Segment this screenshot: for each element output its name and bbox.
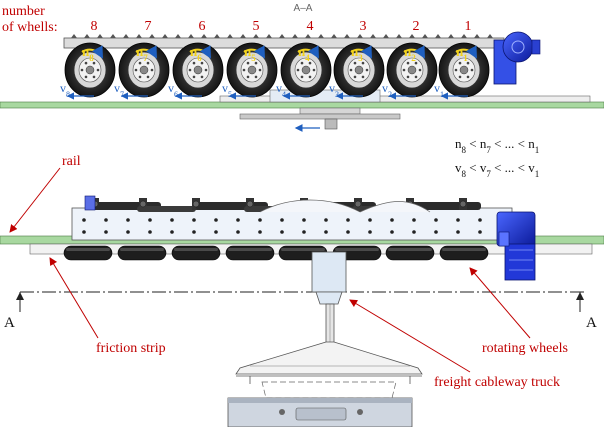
side-wheel-8 <box>63 245 113 261</box>
side-wheel-5 <box>225 245 275 261</box>
top-wheel-4: n4 <box>280 42 332 98</box>
wheel-number-4: 4 <box>307 19 314 34</box>
side-frame <box>71 207 513 241</box>
top-wheel-6: n6 <box>172 42 224 98</box>
top-wheel-7: n7 <box>118 42 170 98</box>
top-wheel-1: n1 <box>438 42 490 98</box>
velocity-symbol-3: v3 <box>329 81 339 99</box>
side-wheel-6 <box>171 245 221 261</box>
freight-truck-label: freight cableway truck <box>434 375 560 390</box>
side-motor <box>496 211 536 281</box>
top-wheel-3: n3 <box>333 42 385 98</box>
velocity-symbol-2: v2 <box>382 81 392 99</box>
frame-rivets <box>71 34 493 38</box>
section-mark-left: A <box>4 315 15 331</box>
frame-bolts <box>82 218 482 234</box>
rail-pointer <box>9 167 61 233</box>
speed-symbol-5: n5 <box>244 44 256 63</box>
speed-symbol-1: n1 <box>456 44 468 63</box>
section-mark-right: A <box>586 315 597 331</box>
speed-symbol-7: n7 <box>136 44 148 63</box>
top-wheel-8: n8 <box>64 42 116 98</box>
speed-symbol-3: n3 <box>351 44 363 63</box>
top-wheel-2: n2 <box>386 42 438 98</box>
side-wheel-7 <box>117 245 167 261</box>
number-label-line2: of whells: <box>2 20 58 35</box>
velocity-symbol-8: v8 <box>60 81 70 99</box>
wheel-number-6: 6 <box>199 19 206 34</box>
relation-n: n8 < n7 < ... < n1 <box>455 136 539 155</box>
speed-symbol-2: n2 <box>404 44 416 63</box>
top-wheel-5: n5 <box>226 42 278 98</box>
freight-truck <box>227 251 423 427</box>
top-frame-bar <box>63 37 505 49</box>
speed-symbol-4: n4 <box>298 44 310 63</box>
friction-strip-pointer <box>49 257 99 339</box>
relation-v: v8 < v7 < ... < v1 <box>455 160 539 179</box>
wheel-number-2: 2 <box>413 19 420 34</box>
wheel-number-labels: 8 7 6 5 4 3 2 1 <box>91 19 472 34</box>
velocity-arrows: v8 v7 v6 v5 v4 v3 v2 v1 <box>60 81 468 100</box>
tensioner <box>84 195 96 211</box>
wheel-number-7: 7 <box>145 19 152 34</box>
wheel-number-3: 3 <box>360 19 367 34</box>
velocity-symbol-7: v7 <box>114 81 124 99</box>
friction-strip-label: friction strip <box>96 341 166 356</box>
top-rail <box>0 101 604 109</box>
speed-symbol-6: n6 <box>190 44 202 63</box>
velocity-symbol-1: v1 <box>434 81 444 99</box>
velocity-symbol-5: v5 <box>222 81 232 99</box>
velocity-symbol-4: v4 <box>276 81 286 99</box>
top-motor <box>493 31 541 85</box>
freight-truck-pointer <box>349 299 471 373</box>
speed-symbol-8: n8 <box>82 44 94 63</box>
rotating-wheels-label: rotating wheels <box>482 341 568 356</box>
top-wheels: n8 n7 n6 n5 n4 n3 n2 n1 <box>64 42 490 98</box>
linkage-arms <box>91 198 481 213</box>
wheel-number-8: 8 <box>91 19 98 34</box>
velocity-symbol-6: v6 <box>168 81 178 99</box>
rotating-wheels-pointer <box>469 267 531 339</box>
number-label-line1: number <box>2 4 45 19</box>
section-label: A–A <box>294 3 313 14</box>
wheel-number-1: 1 <box>465 19 472 34</box>
wheel-number-5: 5 <box>253 19 260 34</box>
side-wheel-2 <box>385 245 435 261</box>
side-wheel-1 <box>439 245 489 261</box>
rail-label: rail <box>62 154 81 169</box>
